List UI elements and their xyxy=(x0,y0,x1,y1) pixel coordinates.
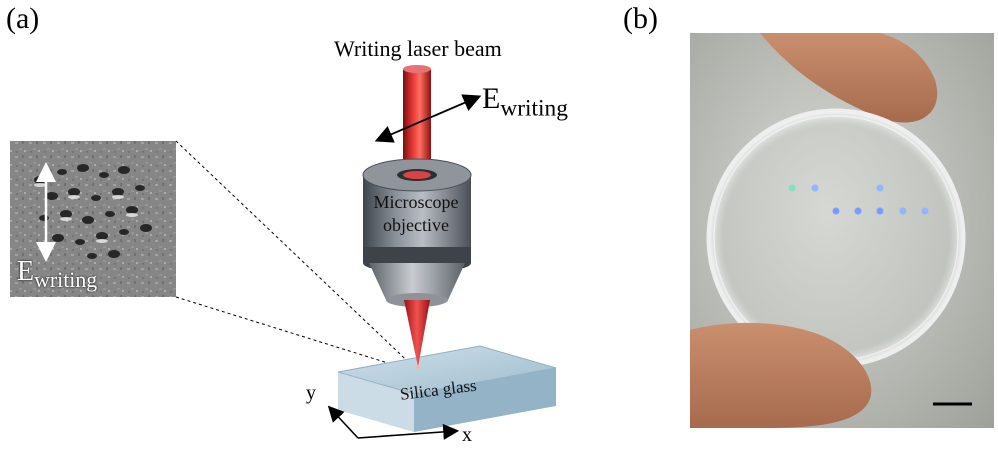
zoom-line-top xyxy=(175,140,421,374)
silica-glass-plate xyxy=(337,345,557,432)
finger-bottom xyxy=(690,322,872,428)
panel-label-b: (b) xyxy=(623,2,658,35)
thumb-top xyxy=(760,33,938,123)
axis-x-arrow xyxy=(357,423,460,440)
inset-e-symbol: E xyxy=(17,256,35,287)
objective-label-line1: Microscope xyxy=(373,192,459,212)
inset-e-field-label: Ewriting xyxy=(17,258,97,292)
sample-photo xyxy=(690,33,994,428)
e-field-subscript: writing xyxy=(500,95,568,122)
axis-y-label: y xyxy=(306,382,316,404)
axis-y-arrow xyxy=(327,405,359,439)
sem-inset xyxy=(10,141,176,297)
written-dots xyxy=(788,184,929,215)
e-field-symbol: E xyxy=(482,82,501,115)
e-field-arrow xyxy=(374,94,482,143)
laser-beam-title: Writing laser beam xyxy=(334,36,502,61)
axis-x-label: x xyxy=(462,424,472,446)
e-field-label: Ewriting xyxy=(482,84,568,121)
panel-label-a: (a) xyxy=(6,2,40,35)
microscope-objective xyxy=(362,158,472,307)
inset-e-subscript: writing xyxy=(34,267,98,292)
objective-label-line2: objective xyxy=(383,215,449,235)
focused-beam-cone xyxy=(404,300,430,367)
zoom-line-bottom xyxy=(175,296,421,374)
